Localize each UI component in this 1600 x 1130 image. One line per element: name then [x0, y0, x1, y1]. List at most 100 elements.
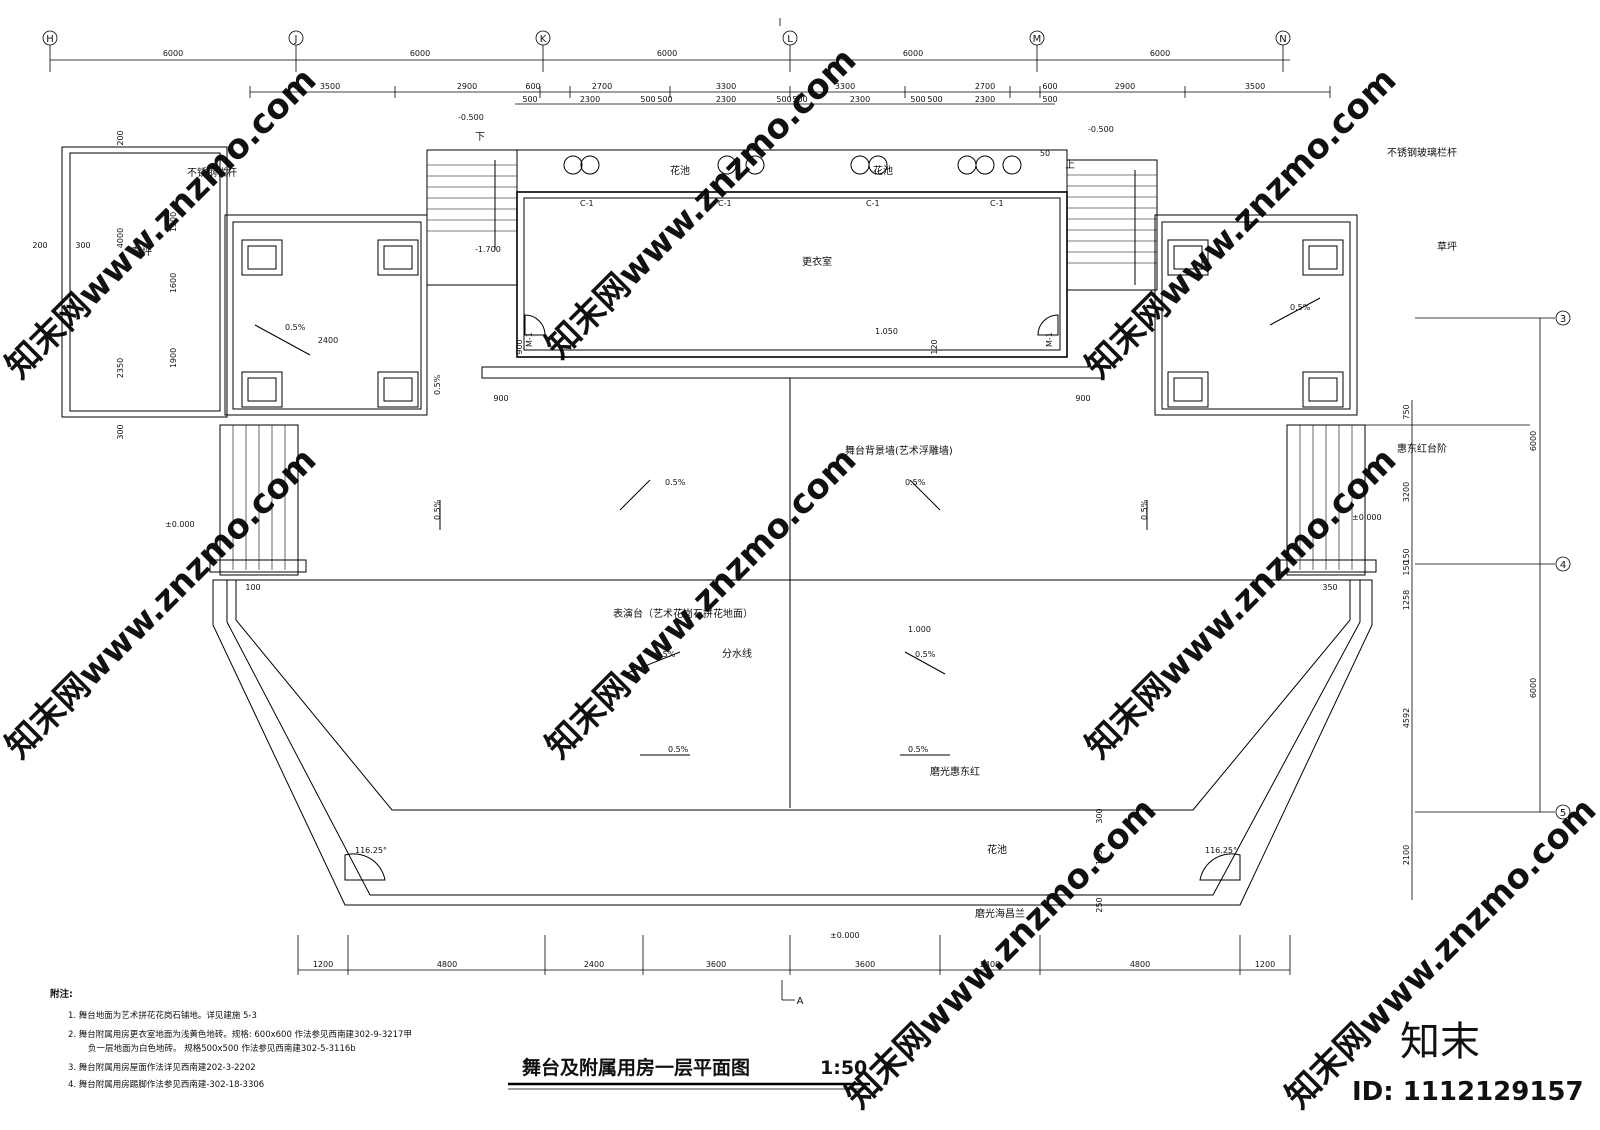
drawing-title-block: 舞台及附属用房一层平面图 1:50 [508, 1056, 870, 1090]
axis-label-H: H [46, 34, 54, 45]
note-line: 1. 舞台地面为艺术拼花花岗石铺地。详见建施 5-3 [68, 1010, 257, 1021]
window-label: C-1 [866, 199, 880, 208]
steps-label: 惠东红台阶 [1397, 442, 1447, 455]
door-label: M-1 [525, 332, 534, 347]
dim-top-bay: 6000 [163, 49, 183, 58]
railing-label: 不锈钢栏杆 [187, 166, 237, 179]
notes-heading: 附注: [50, 988, 73, 1000]
door-label: M-1 [1045, 332, 1054, 347]
dim-left: 2350 [116, 358, 125, 378]
dim-right-detail: 4592 [1402, 708, 1411, 728]
dim-misc: 900 [1075, 394, 1090, 403]
drawing-title: 舞台及附属用房一层平面图 [522, 1056, 750, 1079]
left-dimension-text: 200 4000 2350 300 200 300 1500 1600 1900… [32, 130, 1337, 912]
dim-top-row3: 2300 [975, 95, 995, 104]
dim-left: 200 [32, 241, 47, 250]
watermark: 知末网www.znzmo.com [1278, 790, 1600, 1116]
divide-line-label: 分水线 [722, 647, 752, 660]
dim-top-row3: 500 [1042, 95, 1057, 104]
watermark: 知末网www.znzmo.com [1078, 440, 1404, 766]
dim-bottom: 2400 [980, 960, 1000, 969]
polish-red-label: 磨光惠东红 [930, 765, 980, 778]
note-line: 2. 舞台附属用房更衣室地面为浅黄色地砖。规格: 600x600 作法参见西南建… [68, 1029, 412, 1040]
polish-haichang-label: 磨光海昌兰 [975, 907, 1025, 920]
dim-top-bay: 6000 [410, 49, 430, 58]
dim-bottom: 1200 [313, 960, 333, 969]
dim-top-row3: 500 [910, 95, 925, 104]
dim-top-row2: 3300 [716, 82, 736, 91]
dim-misc: 350 [1322, 583, 1337, 592]
dim-top-row2: 2900 [1115, 82, 1135, 91]
dim-top-row3: 500 [522, 95, 537, 104]
dim-top-row2: 3500 [1245, 82, 1265, 91]
axis-label-K: K [540, 34, 547, 45]
dim-right-bay: 6000 [1529, 678, 1538, 698]
dim-top-row3: 500 [640, 95, 655, 104]
dim-stage: 250 [1095, 897, 1104, 912]
dim-right-detail: 2100 [1402, 845, 1411, 865]
slope-mark: 0.5% [908, 745, 929, 754]
dim-misc: 900 [515, 339, 524, 354]
slope-mark: 0.5% [433, 499, 442, 520]
slope-mark: 0.5% [1140, 499, 1149, 520]
dim-right-detail: 150 [1402, 548, 1411, 563]
dim-right-detail: 750 [1402, 404, 1411, 419]
level-mark: ±0.000 [1352, 513, 1382, 522]
dim-top-row3: 500 [792, 95, 807, 104]
right-axis-labels: 3 4 5 6000 6000 750 3200 150 150 1258 45… [1402, 314, 1566, 865]
watermark-layer: 知末网www.znzmo.com 知末网www.znzmo.com 知末网www… [0, 40, 1600, 1116]
bottom-dimension-grid [297, 935, 1291, 1001]
dim-top-row2: 2900 [457, 82, 477, 91]
section-mark: A [797, 996, 804, 1007]
flower-bed-label: 花池 [987, 843, 1007, 856]
dim-top-row2: 2700 [592, 82, 612, 91]
axis-label-3: 3 [1560, 314, 1566, 325]
watermark: 知末网www.znzmo.com [538, 440, 864, 766]
angle-mark: 116.25° [355, 846, 387, 855]
level-mark: ±0.000 [165, 520, 195, 529]
railing-label: 不锈钢玻璃栏杆 [1387, 146, 1457, 159]
dim-top-bay: 6000 [1150, 49, 1170, 58]
changing-room-label: 更衣室 [802, 255, 832, 268]
dim-top-row2: 3300 [835, 82, 855, 91]
slope-mark: 0.5% [433, 374, 442, 395]
dim-top-row2: 600 [525, 82, 540, 91]
note-line: 3. 舞台附属用房屋面作法详见西南建202-3-2202 [68, 1062, 256, 1073]
axis-label-N: N [1279, 34, 1286, 45]
dim-left-platform: 1900 [169, 348, 178, 368]
dim-left-platform: 1500 [169, 212, 178, 232]
level-marks: -0.500 -0.500 -1.700 ±0.000 ±0.000 ±0.00… [165, 113, 1382, 940]
window-label: C-1 [580, 199, 594, 208]
bottom-dimension-text: 1200 4800 2400 3600 3600 2400 4800 1200 … [313, 960, 1275, 1007]
level-mark: 1.050 [875, 327, 898, 336]
dim-left: 200 [116, 130, 125, 145]
level-mark: -0.500 [458, 113, 484, 122]
dim-bottom: 1200 [1255, 960, 1275, 969]
slope-mark: 0.5% [668, 745, 689, 754]
axis-label-J: J [294, 34, 298, 45]
dim-top-bay: 6000 [657, 49, 677, 58]
dim-right-detail: 3200 [1402, 482, 1411, 502]
dim-top-row2: 2700 [975, 82, 995, 91]
level-mark: -0.500 [1088, 125, 1114, 134]
level-mark: ±0.000 [830, 931, 860, 940]
top-dimension-text: 6000 6000 6000 6000 6000 3500 2900 600 2… [163, 49, 1265, 104]
dim-misc: 50 [1040, 149, 1050, 158]
level-mark: 1.000 [908, 625, 931, 634]
dim-misc: 900 [493, 394, 508, 403]
drawing-scale: 1:50 [820, 1057, 867, 1079]
dim-top-row3: 2300 [850, 95, 870, 104]
note-line: 负一层地面为白色地砖。 规格500x500 作法参见西南建302-5-3116b [88, 1043, 356, 1054]
stair-up-label: 上 [1065, 159, 1075, 171]
dim-left: 300 [116, 424, 125, 439]
dim-right-detail: 1258 [1402, 590, 1411, 610]
stair-down-label: 下 [475, 132, 485, 143]
lawn-label: 草坪 [132, 245, 152, 258]
top-axis-labels: H J K L M N [46, 34, 1287, 45]
dim-stage: 1550 [1095, 845, 1104, 865]
dim-left-platform: 2400 [318, 336, 338, 345]
dim-left: 4000 [116, 228, 125, 248]
watermark: 知末网www.znzmo.com [1078, 60, 1404, 386]
slope-mark: 0.5% [655, 650, 676, 659]
plan-walls [61, 146, 1377, 906]
